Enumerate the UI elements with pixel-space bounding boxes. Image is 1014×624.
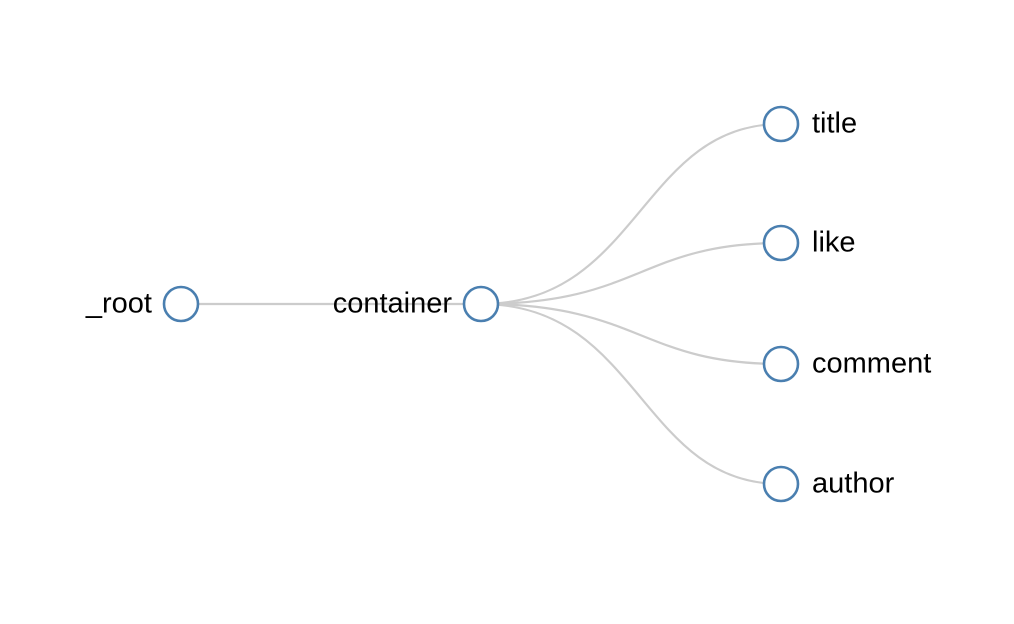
node-label-root: _root: [85, 288, 152, 320]
node-label-author: author: [812, 468, 895, 500]
node-circle-title[interactable]: [762, 105, 800, 143]
link-container-author: [480, 302, 782, 486]
node-circle-comment[interactable]: [762, 345, 800, 383]
tree-node-like[interactable]: like: [762, 224, 856, 262]
node-circle-author[interactable]: [762, 465, 800, 503]
tree-node-author[interactable]: author: [762, 465, 895, 503]
tree-node-root[interactable]: _root: [85, 285, 200, 323]
tree-node-comment[interactable]: comment: [762, 345, 931, 383]
node-label-like: like: [812, 227, 856, 259]
node-circle-like[interactable]: [762, 224, 800, 262]
tree-node-title[interactable]: title: [762, 105, 857, 143]
node-circle-root[interactable]: [162, 285, 200, 323]
link-container-like: [480, 241, 782, 306]
link-container-title: [480, 122, 782, 306]
nodes-layer: _root container title like comment autho…: [85, 105, 931, 503]
links-layer: [181, 122, 782, 486]
node-circle-container[interactable]: [462, 285, 500, 323]
tree-node-container[interactable]: container: [333, 285, 500, 323]
node-label-comment: comment: [812, 348, 931, 380]
node-label-title: title: [812, 108, 857, 140]
link-container-comment: [480, 302, 782, 366]
node-label-container: container: [333, 288, 453, 320]
